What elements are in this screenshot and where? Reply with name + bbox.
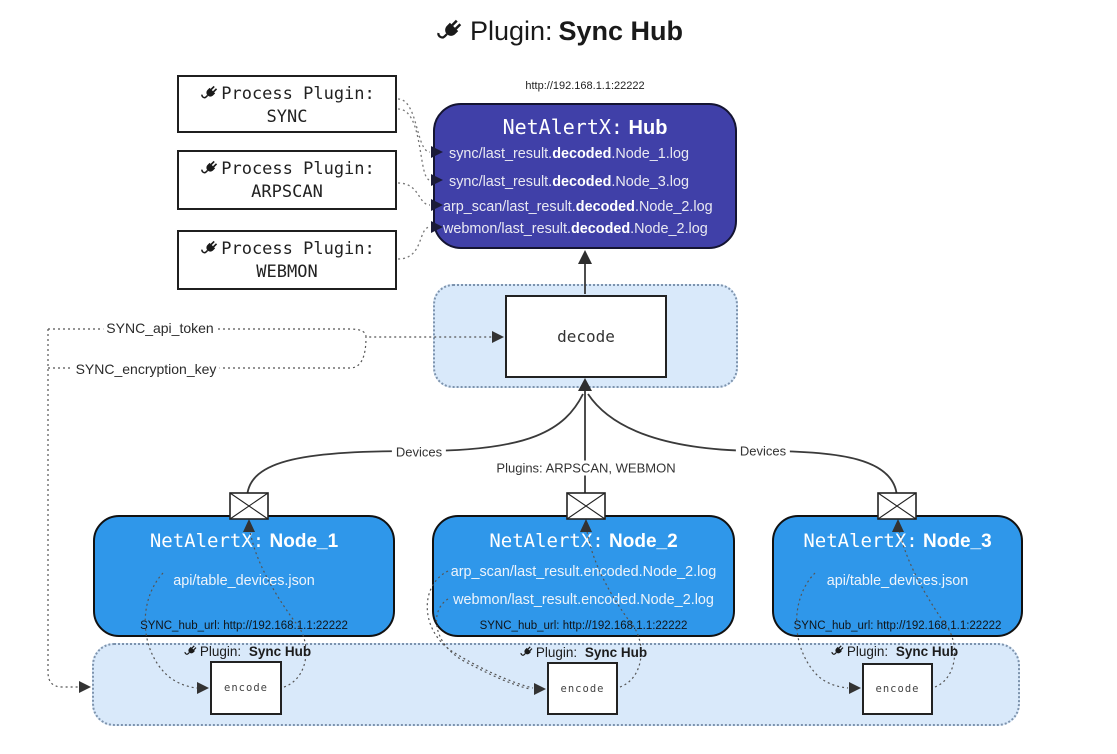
process-plugin-name: WEBMON: [256, 262, 318, 282]
process-plugin-label: Process Plugin:: [221, 239, 375, 259]
hub-title-prefix: NetAlertX:: [502, 115, 623, 139]
hub-log-line: arp_scan/last_result.decoded.Node_2.log: [443, 199, 713, 215]
plug-icon: [199, 239, 219, 259]
devices-left-label: Devices: [391, 444, 447, 460]
plug-icon: [519, 645, 534, 660]
node-title-name: Node_1: [269, 531, 339, 552]
process-plugin-sync: Process Plugin: SYNC: [177, 75, 397, 133]
page-title-name: Sync Hub: [558, 16, 684, 46]
page-title: Plugin: Sync Hub: [0, 16, 1117, 47]
envelope-icon: [566, 492, 606, 525]
node-1: NetAlertX: Node_1 api/table_devices.json…: [93, 515, 395, 637]
node-hub-url: SYNC_hub_url: http://192.168.1.1:22222: [479, 620, 688, 632]
node-file: api/table_devices.json: [826, 573, 969, 589]
node-file: api/table_devices.json: [173, 573, 315, 589]
node-file: arp_scan/last_result.encoded.Node_2.log: [450, 564, 717, 580]
node-3: NetAlertX: Node_3 api/table_devices.json…: [772, 515, 1023, 637]
node-title-name: Node_3: [923, 531, 992, 552]
envelope-icon: [877, 492, 917, 525]
process-plugin-webmon: Process Plugin: WEBMON: [177, 230, 397, 290]
hub-log-line: sync/last_result.decoded.Node_1.log: [449, 146, 689, 162]
encoder-plugin-label: Plugin: Sync Hub: [183, 644, 311, 659]
encoder-plugin-label: Plugin: Sync Hub: [519, 645, 647, 660]
encode-box: encode: [547, 662, 618, 715]
envelope-icon: [229, 492, 269, 525]
node-title-prefix: NetAlertX:: [489, 530, 604, 552]
hub-title-name: Hub: [628, 117, 668, 139]
plug-icon: [830, 644, 845, 659]
plug-icon: [199, 84, 219, 104]
encoder-plugin-label: Plugin: Sync Hub: [830, 644, 958, 659]
encode-box: encode: [210, 661, 282, 715]
hub-node: NetAlertX: Hub sync/last_result.decoded.…: [433, 103, 737, 249]
hub-url: http://192.168.1.1:22222: [525, 80, 645, 92]
plug-icon: [199, 159, 219, 179]
process-plugin-label: Process Plugin:: [221, 84, 375, 104]
hub-log-line: webmon/last_result.decoded.Node_2.log: [443, 221, 708, 237]
plug-icon: [434, 17, 464, 47]
encode-box: encode: [862, 663, 933, 715]
node-title-prefix: NetAlertX:: [803, 530, 918, 552]
plugins-middle-label: Plugins: ARPSCAN, WEBMON: [492, 460, 680, 476]
node-title-prefix: NetAlertX:: [149, 530, 265, 552]
plug-icon: [183, 644, 198, 659]
process-plugin-label: Process Plugin:: [221, 159, 375, 179]
hub-log-line: sync/last_result.decoded.Node_3.log: [449, 174, 689, 190]
process-plugin-name: ARPSCAN: [251, 182, 323, 202]
devices-right-label: Devices: [735, 443, 791, 459]
decode-box: decode: [505, 295, 667, 378]
process-plugin-name: SYNC: [266, 107, 308, 127]
node-hub-url: SYNC_hub_url: http://192.168.1.1:22222: [793, 620, 1002, 632]
node-2: NetAlertX: Node_2 arp_scan/last_result.e…: [432, 515, 735, 637]
node-file: webmon/last_result.encoded.Node_2.log: [453, 592, 714, 608]
process-plugin-arpscan: Process Plugin: ARPSCAN: [177, 150, 397, 210]
sync-api-token-label: SYNC_api_token: [103, 320, 217, 336]
sync-encryption-key-label: SYNC_encryption_key: [72, 361, 220, 377]
node-hub-url: SYNC_hub_url: http://192.168.1.1:22222: [140, 620, 348, 632]
node-title-name: Node_2: [609, 531, 678, 552]
page-title-label: Plugin:: [469, 16, 553, 46]
